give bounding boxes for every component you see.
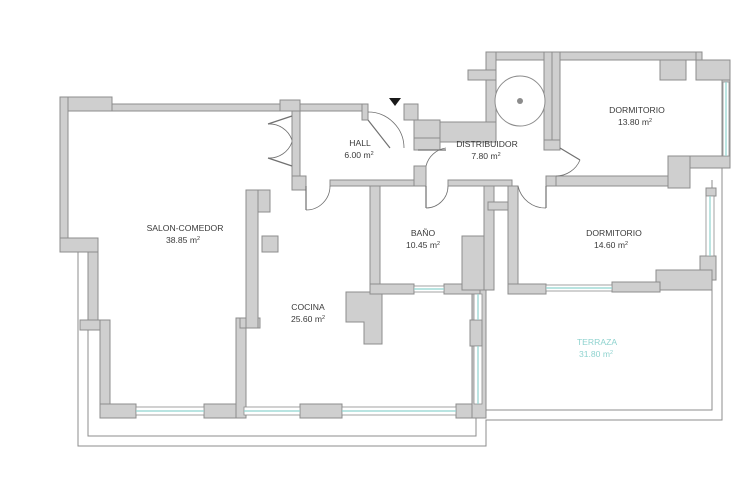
room-label-salon: SALON-COMEDOR 38.85 m2 xyxy=(147,223,224,245)
room-label-dormitorio-2: DORMITORIO 14.60 m2 xyxy=(586,228,642,250)
room-area: 25.60 m2 xyxy=(291,314,325,324)
exterior-walls xyxy=(59,51,731,419)
room-area: 13.80 m2 xyxy=(618,117,652,127)
room-name: TERRAZA xyxy=(577,337,617,347)
doors xyxy=(267,111,581,211)
room-area: 38.85 m2 xyxy=(166,235,200,245)
interior-walls xyxy=(291,110,669,295)
room-label-dormitorio-1: DORMITORIO 13.80 m2 xyxy=(609,105,665,127)
round-shower-icon xyxy=(494,75,546,127)
room-area: 10.45 m2 xyxy=(406,240,440,250)
terrace-outline xyxy=(77,168,723,447)
room-name: HALL xyxy=(349,138,371,148)
entrance-arrow-icon xyxy=(389,98,401,106)
room-label-distribuidor: DISTRIBUIDOR 7.80 m2 xyxy=(456,139,518,161)
room-name: DORMITORIO xyxy=(586,228,642,238)
room-name: SALON-COMEDOR xyxy=(147,223,224,233)
room-label-cocina: COCINA 25.60 m2 xyxy=(291,302,325,324)
windows xyxy=(135,81,730,416)
room-area: 7.80 m2 xyxy=(471,151,500,161)
room-area: 6.00 m2 xyxy=(344,150,373,160)
room-label-terraza: TERRAZA 31.80 m2 xyxy=(577,337,617,359)
room-name: COCINA xyxy=(291,302,325,312)
room-name: BAÑO xyxy=(411,228,436,238)
room-name: DISTRIBUIDOR xyxy=(456,139,518,149)
room-area: 14.60 m2 xyxy=(594,240,628,250)
room-name: DORMITORIO xyxy=(609,105,665,115)
room-label-hall: HALL 6.00 m2 xyxy=(344,138,373,160)
room-label-bano: BAÑO 10.45 m2 xyxy=(406,228,440,250)
room-area: 31.80 m2 xyxy=(579,349,613,359)
